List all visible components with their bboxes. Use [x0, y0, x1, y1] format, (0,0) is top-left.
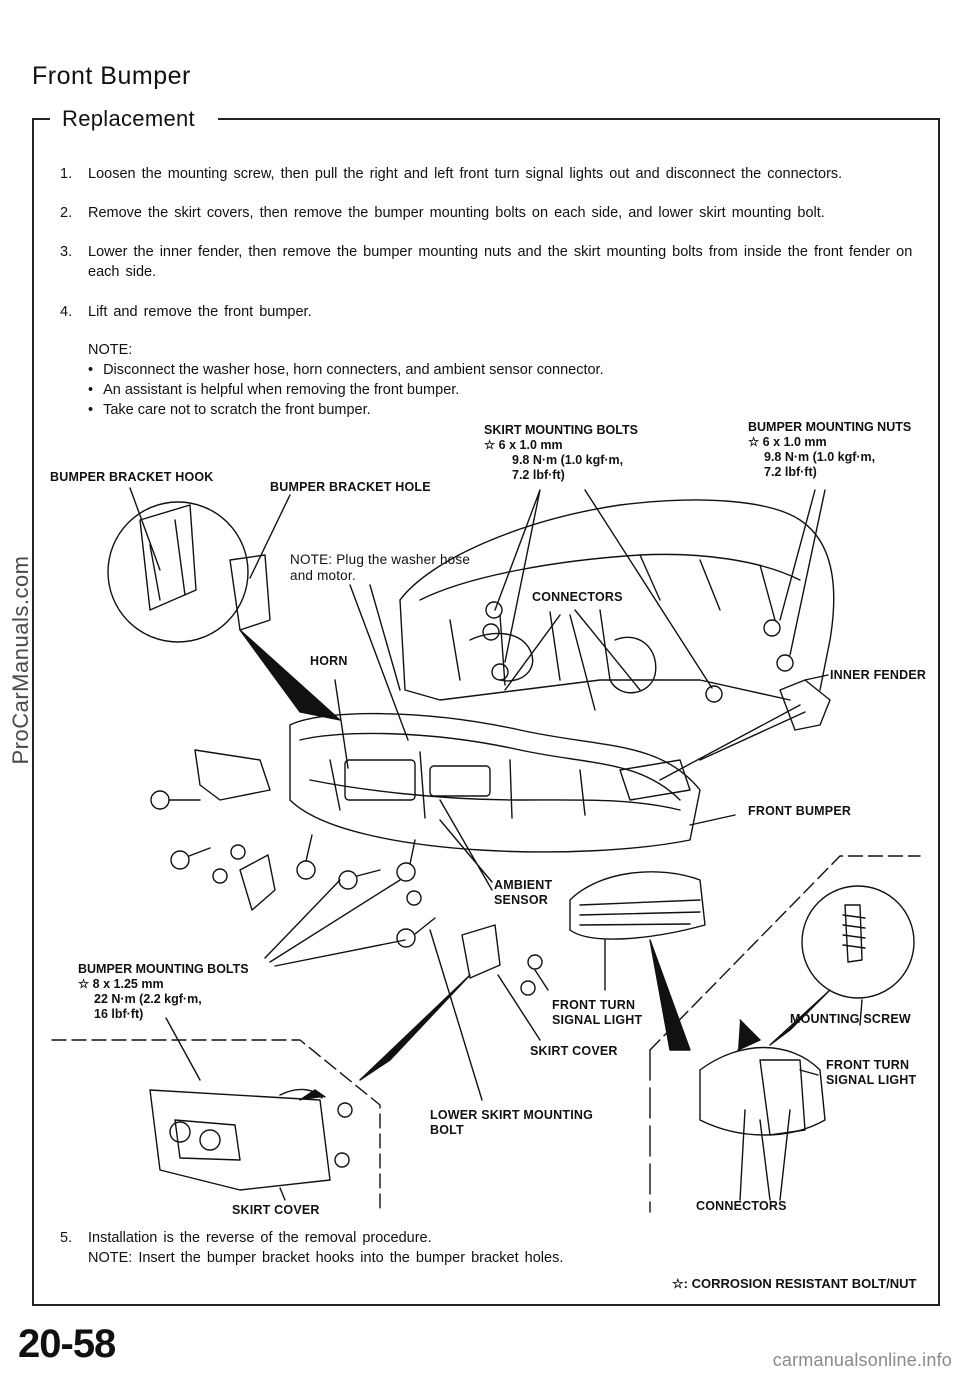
- label-bumper-mounting-bolts: BUMPER MOUNTING BOLTS ☆ 8 x 1.25 mm 22 N…: [78, 962, 249, 1022]
- inner-fender-shape: [779, 679, 831, 731]
- step-number: 3.: [60, 244, 73, 260]
- label-front-turn-signal-r2: SIGNAL LIGHT: [826, 1073, 917, 1087]
- bracket-hook-detail-circle: [107, 501, 249, 643]
- footer-watermark: carmanualsonline.info: [772, 1350, 952, 1370]
- step-number: 5.: [60, 1230, 73, 1246]
- label-lower-skirt-bolt-2: BOLT: [430, 1123, 464, 1137]
- spec-torque: 16 lbf·ft): [94, 1007, 144, 1021]
- label-skirt-cover-mid: SKIRT COVER: [530, 1044, 618, 1058]
- spec-title: BUMPER MOUNTING NUTS: [748, 420, 912, 434]
- step-3: 3. Lower the inner fender, then remove th…: [60, 242, 922, 282]
- note-item: Disconnect the washer hose, horn connect…: [88, 360, 604, 380]
- front-bumper-outline: [289, 712, 701, 853]
- label-bumper-bracket-hole: BUMPER BRACKET HOLE: [270, 480, 431, 494]
- step-4: 4. Lift and remove the front bumper.: [60, 302, 920, 322]
- step-5-note: NOTE: Insert the bumper bracket hooks in…: [88, 1250, 564, 1266]
- label-connectors-bottom: CONNECTORS: [696, 1199, 787, 1213]
- magnifier-pointer: [239, 629, 341, 721]
- note-label: NOTE:: [88, 342, 133, 358]
- spec-title: BUMPER MOUNTING BOLTS: [78, 962, 249, 976]
- label-front-turn-signal-1: FRONT TURN: [552, 998, 636, 1012]
- bracket-hole-shape: [229, 554, 271, 631]
- left-turn-signal-shape: [194, 749, 271, 801]
- spec-torque: 7.2 lbf·ft): [764, 465, 817, 479]
- side-watermark-text: ProCarManuals.com: [8, 555, 33, 765]
- label-skirt-mounting-bolts: SKIRT MOUNTING BOLTS ☆ 6 x 1.0 mm 9.8 N·…: [484, 423, 638, 483]
- frame-top-left-rule: [32, 118, 50, 120]
- car-hood-outline: [399, 499, 835, 691]
- step-text: Lower the inner fender, then remove the …: [88, 244, 913, 280]
- step-text: Loosen the mounting screw, then pull the…: [88, 166, 843, 182]
- label-connectors-top: CONNECTORS: [532, 590, 623, 604]
- bracket-hook-shape: [139, 504, 197, 611]
- label-skirt-cover-bottom: SKIRT COVER: [232, 1203, 320, 1217]
- section-subtitle: Replacement: [62, 106, 195, 131]
- label-mounting-screw: MOUNTING SCREW: [790, 1012, 911, 1026]
- label-washer-note-1: NOTE: Plug the washer hose: [290, 552, 471, 567]
- label-washer-note-2: and motor.: [290, 568, 356, 583]
- note-item: An assistant is helpful when removing th…: [88, 380, 604, 400]
- mounting-screw-detail-circle: [801, 885, 915, 999]
- step-1: 1. Loosen the mounting screw, then pull t…: [60, 164, 920, 184]
- step-number: 2.: [60, 205, 73, 221]
- spec-size: ☆ 8 x 1.25 mm: [78, 977, 164, 991]
- page-title: Front Bumper: [32, 62, 191, 90]
- label-front-turn-signal-2: SIGNAL LIGHT: [552, 1013, 643, 1027]
- spec-size: ☆ 6 x 1.0 mm: [748, 435, 827, 449]
- spec-torque: 9.8 N·m (1.0 kgf·m,: [764, 450, 876, 464]
- legend-corrosion-resistant: ☆: CORROSION RESISTANT BOLT/NUT: [672, 1276, 917, 1291]
- content-frame: [32, 118, 940, 1306]
- bolt-group: [150, 601, 794, 996]
- step-number: 4.: [60, 304, 73, 320]
- spec-size: ☆ 6 x 1.0 mm: [484, 438, 563, 452]
- spec-torque: 7.2 lbf·ft): [512, 468, 565, 482]
- spec-title: SKIRT MOUNTING BOLTS: [484, 423, 638, 437]
- step-text: Installation is the reverse of the remov…: [88, 1230, 432, 1246]
- label-ambient-sensor-2: SENSOR: [494, 893, 548, 907]
- step-number: 1.: [60, 166, 73, 182]
- label-horn: HORN: [310, 654, 348, 668]
- spec-torque: 22 N·m (2.2 kgf·m,: [94, 992, 202, 1006]
- step-text: Lift and remove the front bumper.: [88, 304, 312, 320]
- skirt-cover-left-shape: [239, 854, 276, 911]
- spec-torque: 9.8 N·m (1.0 kgf·m,: [512, 453, 624, 467]
- skirt-cover-mid-shape: [461, 924, 501, 979]
- note-block: NOTE: Disconnect the washer hose, horn c…: [88, 340, 604, 420]
- side-watermark: ProCarManuals.com: [6, 380, 36, 940]
- label-front-bumper: FRONT BUMPER: [748, 804, 852, 818]
- step-text: Remove the skirt covers, then remove the…: [88, 205, 825, 221]
- page-number: 20-58: [18, 1322, 116, 1366]
- frame-top-right-rule: [218, 118, 940, 120]
- label-bumper-bracket-hook: BUMPER BRACKET HOOK: [50, 470, 214, 484]
- label-inner-fender: INNER FENDER: [830, 668, 927, 682]
- right-turn-signal-shape: [569, 871, 706, 940]
- label-ambient-sensor-1: AMBIENT: [494, 878, 553, 892]
- note-item: Take care not to scratch the front bumpe…: [88, 400, 604, 420]
- step-2: 2. Remove the skirt covers, then remove t…: [60, 203, 920, 223]
- label-front-turn-signal-r1: FRONT TURN: [826, 1058, 910, 1072]
- label-bumper-mounting-nuts: BUMPER MOUNTING NUTS ☆ 6 x 1.0 mm 9.8 N·…: [748, 420, 911, 480]
- step-5: 5. Installation is the reverse of the rem…: [60, 1228, 920, 1248]
- label-lower-skirt-bolt-1: LOWER SKIRT MOUNTING: [430, 1108, 594, 1122]
